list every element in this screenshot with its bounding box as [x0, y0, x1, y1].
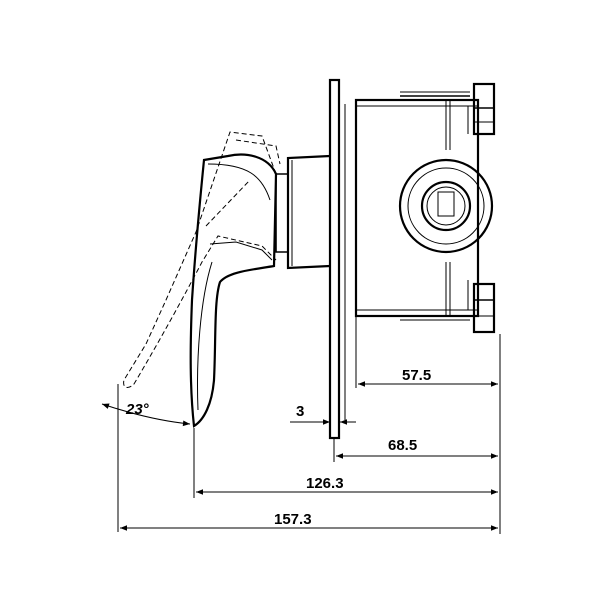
handle-collar: [275, 154, 331, 270]
bottom-fitting: [472, 282, 496, 334]
side-port: [398, 158, 494, 254]
top-fitting: [472, 82, 496, 136]
dim-3-label: 3: [296, 403, 304, 420]
lever-handle-rotated: [123, 131, 281, 388]
dim-157-3-label: 157.3: [274, 511, 312, 528]
lever-handle: [189, 153, 278, 428]
dim-126-3-label: 126.3: [306, 475, 344, 492]
angle-arc: [101, 403, 191, 427]
dim-68-5-label: 68.5: [388, 437, 417, 454]
wall-plate: [328, 78, 341, 440]
dim-57-5-label: 57.5: [402, 367, 431, 384]
angle-label: 23°: [125, 401, 150, 418]
valve-body: [354, 91, 480, 321]
